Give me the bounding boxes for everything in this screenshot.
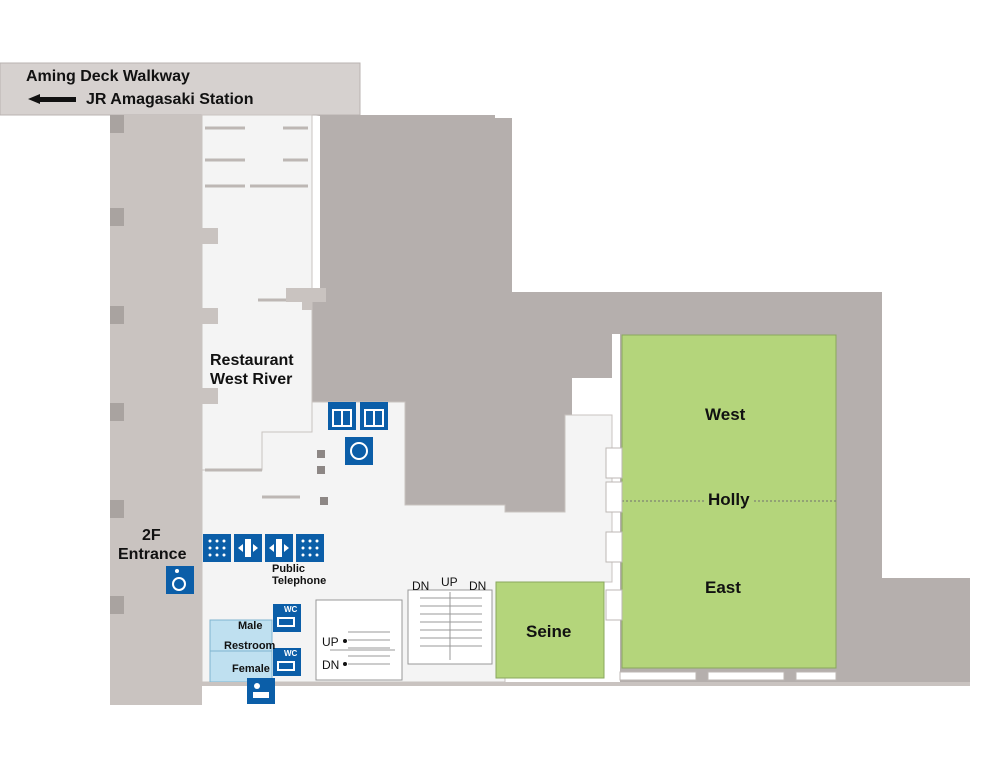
- wheelchair-icon: [166, 566, 194, 594]
- arrow-left-icon: [28, 94, 76, 104]
- walkway-title: Aming Deck Walkway: [26, 68, 190, 85]
- information-icon: [345, 437, 373, 465]
- public-telephone-line1: Public: [272, 563, 306, 575]
- wc-female-icon: [273, 648, 301, 676]
- wc-male-text: WC: [284, 605, 298, 614]
- escalator-icon: [265, 534, 293, 562]
- seine-room: [495, 581, 605, 679]
- stairs-dn-small: DN: [322, 658, 340, 672]
- baby-care-icon: [247, 678, 275, 704]
- restroom-male: Male: [238, 620, 263, 632]
- elevator-icon: [360, 402, 388, 430]
- elevator-icon: [328, 402, 356, 430]
- stairs-dn-right: DN: [469, 579, 487, 593]
- phone-icon: [296, 534, 324, 562]
- public-telephone-line2: Telephone: [272, 575, 327, 587]
- stairs-up-small: UP: [322, 635, 339, 649]
- restaurant-name-line2: West River: [210, 371, 293, 388]
- stairs-dn-left: DN: [412, 579, 430, 593]
- entrance-label: Entrance: [118, 546, 187, 563]
- station-link[interactable]: JR Amagasaki Station: [86, 91, 254, 108]
- entrance-floor: 2F: [142, 527, 161, 544]
- stairs-up-center: UP: [441, 575, 458, 589]
- restroom-label: Restroom: [224, 640, 276, 652]
- restroom-female: Female: [232, 663, 270, 675]
- walkway-corridor: [110, 115, 202, 705]
- wc-female-text: WC: [284, 649, 298, 658]
- room-east[interactable]: East: [705, 578, 741, 597]
- room-west[interactable]: West: [705, 405, 746, 424]
- room-seine[interactable]: Seine: [526, 622, 572, 641]
- restaurant-name-line1: Restaurant: [210, 352, 294, 369]
- escalator-icon: [234, 534, 262, 562]
- room-holly[interactable]: Holly: [704, 490, 754, 510]
- walkway-header: [0, 62, 361, 116]
- wc-male-icon: [273, 604, 301, 632]
- phone-icon: [203, 534, 231, 562]
